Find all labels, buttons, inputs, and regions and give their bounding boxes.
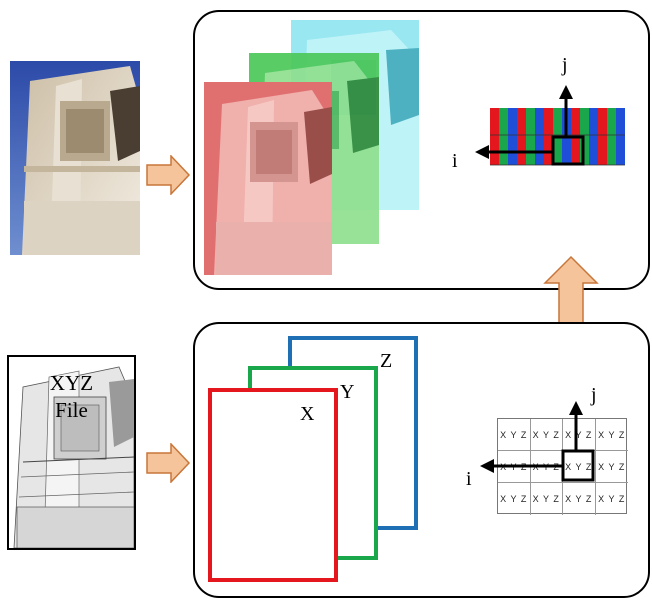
layer-y-label: Y [340,381,355,403]
color-stripe [499,108,509,165]
color-stripe [580,108,590,165]
layer-x-label: X [300,403,315,425]
channel-layer-red [204,82,332,275]
top-axis-i-label: i [452,150,458,172]
arch-photo [10,61,140,255]
xyz-grid-overlay [480,401,595,482]
color-stripe [535,108,545,165]
arrow-right-top-icon [146,155,191,195]
color-stripe [589,108,599,165]
xyz-grid-cell: X Y Z [563,451,596,483]
xyz-grid-cell: X Y Z [498,483,531,515]
arrow-right-bottom-icon [146,443,191,483]
xyz-grid-cell: X Y Z [595,451,628,483]
xyz-grid-cell: X Y Z [595,419,628,451]
layer-z-label: Z [380,350,393,372]
color-stripe [616,108,625,165]
bottom-axis-j-label: j [591,384,597,406]
color-stripe [544,108,554,165]
xyz-grid-cell: X Y Z [563,483,596,515]
xyz-grid-cell: X Y Z [598,494,626,504]
xyz-file-image: XYZ File [7,355,136,550]
top-axis-j-label: j [562,54,568,76]
color-stripe [526,108,536,165]
color-stripe [598,108,608,165]
layer-x [208,388,338,582]
xyz-grid-cell: X Y Z [531,483,563,515]
rgb-pixel-grid [475,85,625,166]
bottom-axis-i-label: i [466,468,472,490]
xyz-file-label-line1: XYZ [49,371,94,395]
xyz-grid-cell: X Y Z [530,419,563,451]
selected-xyz-box [561,449,595,482]
color-stripe [508,108,518,165]
color-stripe [490,108,500,165]
xyz-file-label-line2: File [55,398,88,422]
xyz-grid-cell: X Y Z [498,419,531,451]
color-stripe [517,108,527,165]
color-stripe [607,108,617,165]
